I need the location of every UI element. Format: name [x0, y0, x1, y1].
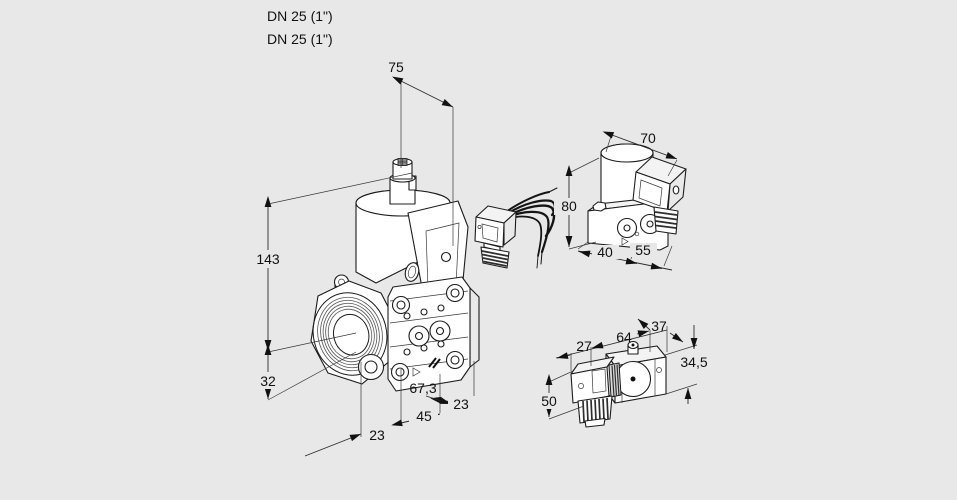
- dim-label-37: 37: [651, 318, 667, 334]
- dim-label-55: 55: [635, 242, 651, 258]
- dim-label-50: 50: [541, 393, 557, 409]
- dim-label-23-right: 23: [453, 396, 469, 412]
- valve-body-face: [387, 276, 480, 392]
- product-designation-line-2: DN 25 (1"): [267, 31, 333, 47]
- dim-label-70: 70: [640, 130, 656, 146]
- side-cable-gland: [653, 206, 679, 235]
- plug-body: [474, 205, 517, 248]
- side-view: [587, 143, 687, 251]
- dimension-lines: [250, 76, 698, 457]
- dim-label-67-3: 67,3: [409, 380, 436, 396]
- dim-label-40: 40: [597, 244, 613, 260]
- labels: DN 25 (1") DN 25 (1") 75 143 32 23 45 67…: [256, 8, 708, 443]
- dim-label-143: 143: [256, 251, 280, 267]
- top-cable-gland: [577, 395, 613, 428]
- side-plug-connector: [632, 156, 687, 213]
- dim-label-27: 27: [576, 338, 592, 354]
- face-bolts: [390, 283, 465, 382]
- armature-pin: [389, 158, 417, 205]
- top-plug-connector: [570, 356, 622, 404]
- dim-label-80: 80: [561, 198, 577, 214]
- dim-label-75: 75: [388, 59, 404, 75]
- dim-label-34-5: 34,5: [680, 354, 707, 370]
- dim-label-23-bottom: 23: [369, 427, 385, 443]
- dim-label-45: 45: [416, 408, 432, 424]
- clamp-bolt-bottom-left: [357, 353, 385, 381]
- top-screw: [627, 340, 639, 355]
- top-view: [570, 340, 667, 428]
- cable-plug-detail: [474, 187, 558, 269]
- dim-label-32: 32: [260, 373, 276, 389]
- pressure-test-ports: [408, 320, 451, 347]
- flow-direction-mark: [412, 367, 421, 377]
- face-screws: [403, 304, 445, 356]
- hatch-mark: [428, 357, 441, 369]
- plug-cable-gland: [480, 242, 510, 269]
- dim-label-64: 64: [616, 329, 632, 345]
- product-designation-line-1: DN 25 (1"): [267, 8, 333, 24]
